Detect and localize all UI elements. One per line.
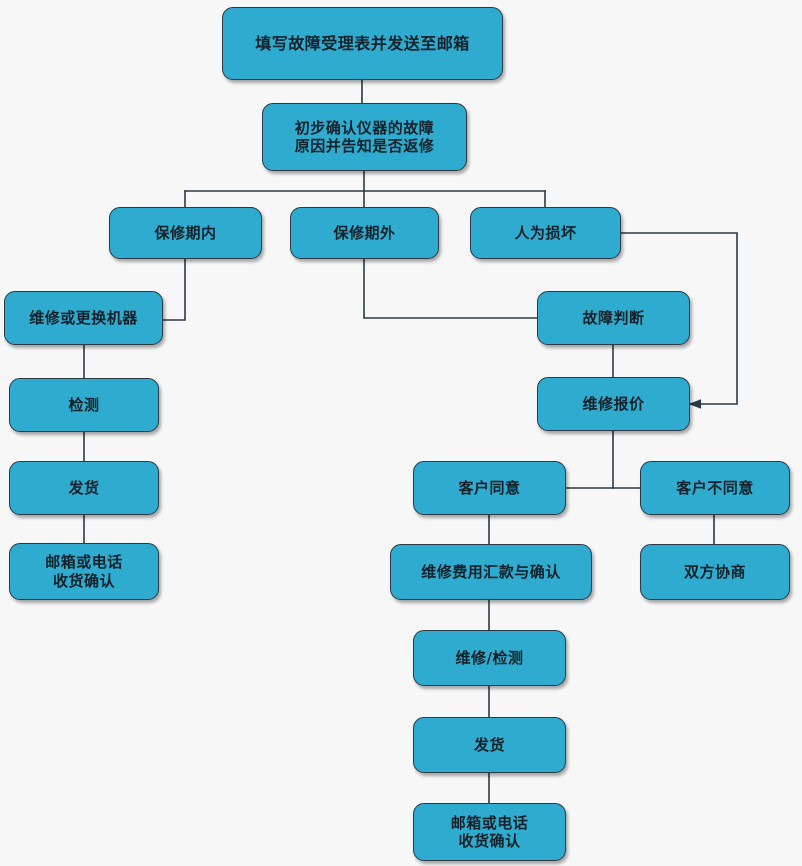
flow-node-label: 初步确认仪器的故障 原因并告知是否返修 (294, 118, 435, 155)
flow-node-n5[interactable]: 人为损坏 (470, 207, 621, 259)
flow-node-label: 保修期内 (154, 223, 217, 242)
flow-node-label: 邮箱或电话 收货确认 (450, 813, 529, 850)
flow-node-label: 检测 (68, 395, 100, 414)
flow-node-n18[interactable]: 邮箱或电话 收货确认 (413, 803, 566, 861)
flow-node-label: 保修期外 (333, 223, 396, 242)
connector-e7 (162, 258, 186, 321)
flow-node-n12[interactable]: 客户同意 (413, 461, 566, 515)
flow-node-label: 人为损坏 (514, 223, 577, 242)
flow-node-n14[interactable]: 维修费用汇款与确认 (390, 544, 592, 600)
flow-node-label: 客户同意 (458, 478, 521, 497)
flow-node-n16[interactable]: 维修/检测 (413, 630, 566, 686)
flow-node-n17[interactable]: 发货 (413, 717, 566, 773)
flow-node-label: 填写故障受理表并发送至邮箱 (255, 33, 470, 53)
flow-node-n3[interactable]: 保修期内 (109, 207, 262, 259)
connector-e8 (363, 258, 538, 319)
flow-node-label: 双方协商 (683, 562, 746, 581)
flow-node-label: 维修/检测 (455, 648, 524, 667)
flow-node-n10[interactable]: 故障判断 (537, 291, 690, 345)
flow-node-n4[interactable]: 保修期外 (290, 207, 439, 259)
flow-node-label: 故障判断 (582, 308, 645, 327)
flow-node-label: 客户不同意 (676, 478, 754, 497)
flow-node-label: 维修费用汇款与确认 (421, 562, 561, 581)
flow-node-label: 维修报价 (582, 394, 645, 413)
flow-node-n6[interactable]: 维修或更换机器 (4, 291, 163, 345)
flow-node-n11[interactable]: 维修报价 (537, 377, 690, 431)
flow-node-n2[interactable]: 初步确认仪器的故障 原因并告知是否返修 (262, 103, 467, 171)
flow-node-n7[interactable]: 检测 (9, 378, 159, 432)
flow-node-n15[interactable]: 双方协商 (640, 544, 790, 600)
flow-node-label: 维修或更换机器 (29, 308, 138, 327)
flow-node-label: 发货 (473, 735, 505, 754)
flow-node-n13[interactable]: 客户不同意 (640, 461, 790, 515)
flow-node-label: 发货 (68, 478, 100, 497)
flow-node-n8[interactable]: 发货 (9, 461, 159, 515)
flow-node-n9[interactable]: 邮箱或电话 收货确认 (9, 543, 159, 600)
flow-node-n1[interactable]: 填写故障受理表并发送至邮箱 (222, 7, 503, 80)
flow-node-label: 邮箱或电话 收货确认 (45, 553, 123, 590)
